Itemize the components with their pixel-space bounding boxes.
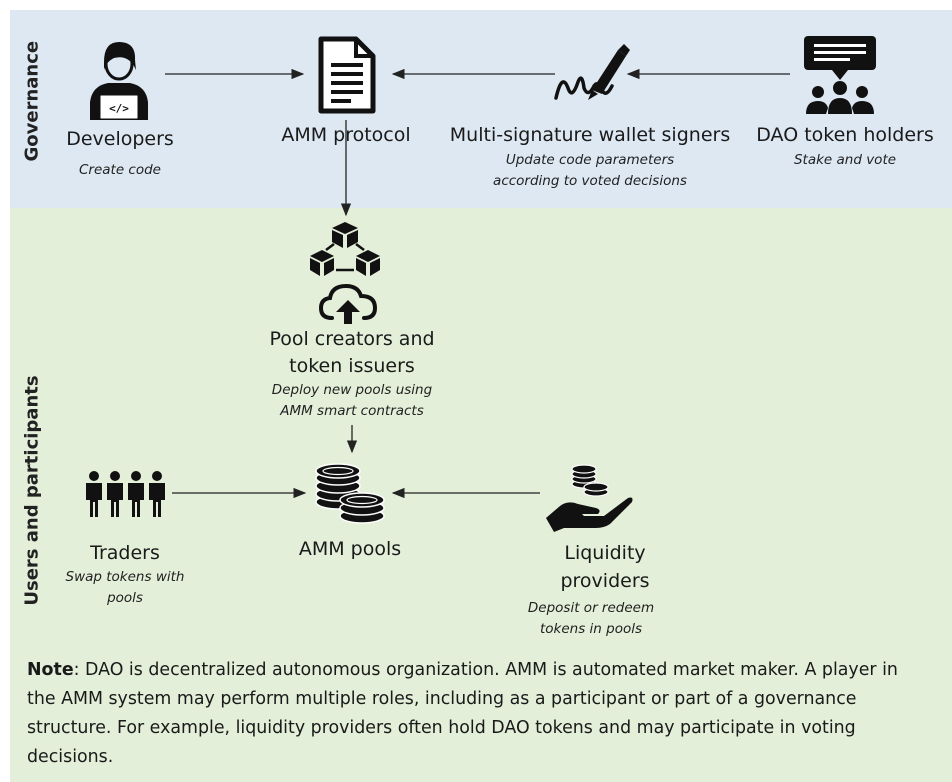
- developers-title: Developers: [66, 128, 174, 150]
- users-band: [10, 208, 952, 782]
- voting-group-icon: [804, 36, 876, 114]
- traders-subtitle-line2: pools: [107, 590, 143, 606]
- document-icon: [318, 36, 376, 114]
- liquidity-subtitle-line1: Deposit or redeem: [527, 600, 655, 616]
- liquidity-title-line2: providers: [560, 570, 650, 592]
- footnote: Note: DAO is decentralized autonomous or…: [27, 656, 932, 772]
- pool-creators-title-line1: Pool creators and: [269, 328, 435, 350]
- footnote-text: : DAO is decentralized autonomous organi…: [27, 660, 898, 767]
- signature-pen-icon: [554, 44, 630, 100]
- pool-creators-subtitle-line1: Deploy new pools using: [271, 382, 433, 398]
- amm-protocol-title: AMM protocol: [281, 124, 411, 146]
- cloud-upload-icon: [318, 283, 378, 324]
- liquidity-title-line1: Liquidity: [564, 542, 646, 564]
- developers-subtitle: Create code: [78, 162, 161, 178]
- traders-title: Traders: [90, 542, 160, 564]
- blocks-network-icon: [310, 222, 380, 276]
- amm-pools-title: AMM pools: [298, 538, 402, 560]
- multisig-subtitle-line2: according to voted decisions: [493, 173, 687, 189]
- traders-subtitle-line1: Swap tokens with: [65, 569, 185, 585]
- svg-text:</>: </>: [109, 102, 129, 115]
- multisig-subtitle-line1: Update code parameters: [505, 152, 675, 168]
- multisig-title: Multi-signature wallet signers: [449, 124, 731, 146]
- liquidity-subtitle-line2: tokens in pools: [539, 621, 643, 637]
- developer-icon: </>: [90, 42, 148, 120]
- dao-holders-title: DAO token holders: [756, 124, 934, 146]
- governance-band: [10, 10, 952, 208]
- pool-creators-title-line2: token issuers: [289, 355, 415, 377]
- people-group-icon: [86, 471, 165, 517]
- coins-stack-icon: [315, 463, 385, 524]
- footnote-label: Note: [27, 660, 74, 680]
- dao-holders-subtitle: Stake and vote: [793, 152, 897, 168]
- pool-creators-subtitle-line2: AMM smart contracts: [280, 403, 424, 419]
- hand-coins-icon: [546, 464, 633, 532]
